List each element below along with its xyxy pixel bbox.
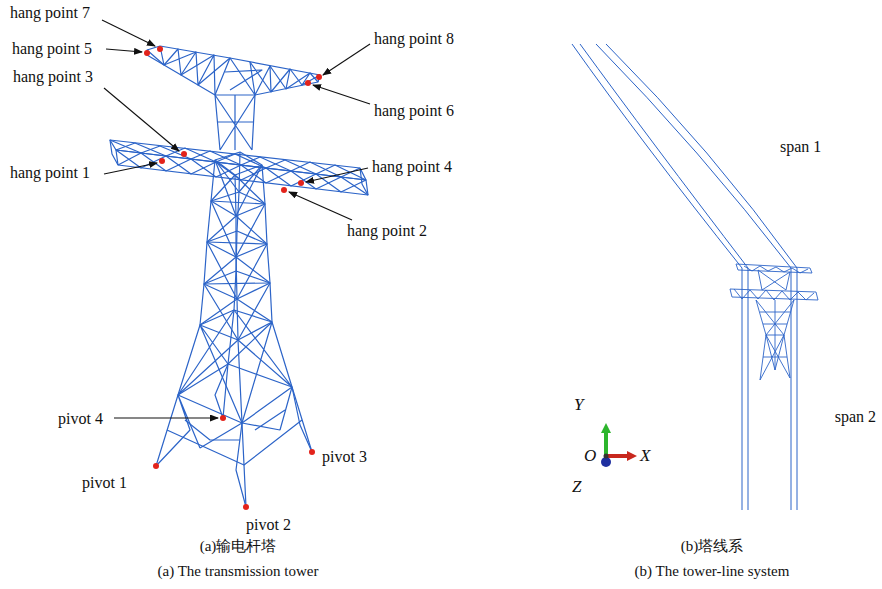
callout-label: hang point 1 xyxy=(10,164,90,182)
coordinate-axes xyxy=(601,428,632,467)
callout-label: pivot 3 xyxy=(322,448,367,466)
callout-label: pivot 2 xyxy=(246,516,291,534)
subfigure-caption: (a) The transmission tower xyxy=(158,562,319,580)
callout-label: hang point 4 xyxy=(372,158,452,176)
axis-label: X xyxy=(640,447,650,465)
callout-label: hang point 5 xyxy=(12,40,92,58)
subfigure-caption: (b) The tower-line system xyxy=(635,562,790,580)
conductor-lines xyxy=(572,44,797,510)
callout-label: hang point 8 xyxy=(374,30,454,48)
callout-label: pivot 4 xyxy=(58,410,103,428)
callout-label: hang point 3 xyxy=(13,68,93,86)
axis-label: Y xyxy=(574,396,583,414)
callout-label: hang point 2 xyxy=(347,222,427,240)
small-tower xyxy=(730,264,818,380)
callout-label: hang point 6 xyxy=(374,102,454,120)
callout-label: pivot 1 xyxy=(82,474,127,492)
axis-label: O xyxy=(584,447,596,465)
callout-label: span 2 xyxy=(835,408,876,426)
leader-arrows xyxy=(102,20,370,418)
tower-lattice xyxy=(110,46,368,507)
subfigure-caption: (a)输电杆塔 xyxy=(200,537,277,555)
hang-point-markers xyxy=(144,46,322,510)
axis-label: Z xyxy=(572,478,581,496)
callout-label: span 1 xyxy=(780,138,821,156)
callout-label: hang point 7 xyxy=(10,4,90,22)
subfigure-caption: (b)塔线系 xyxy=(681,537,744,555)
